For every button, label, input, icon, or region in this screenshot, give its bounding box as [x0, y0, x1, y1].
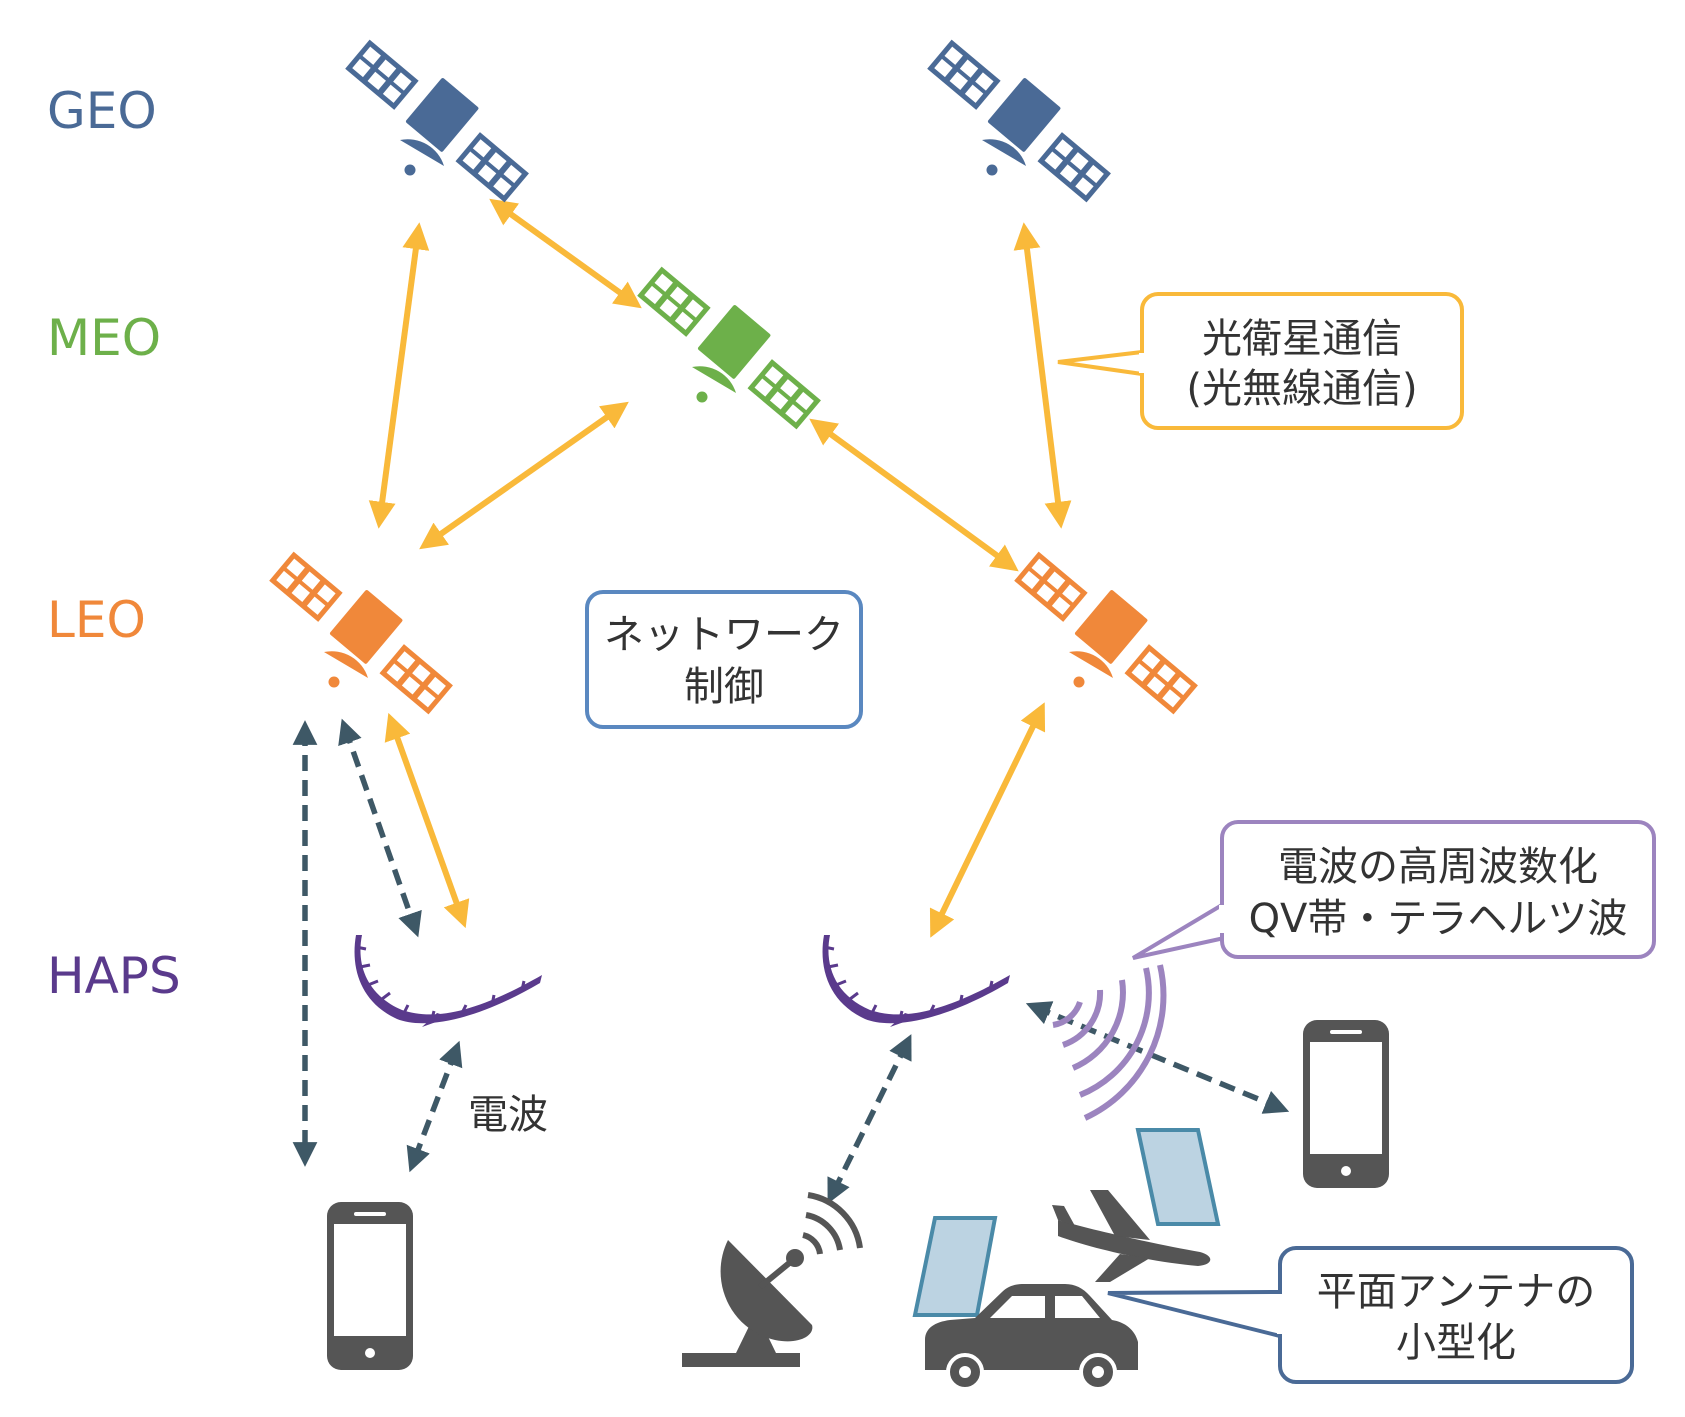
callout-radio-frequency: 電波の高周波数化 QV帯・テラヘルツ波 — [1131, 820, 1656, 960]
satellite-dish-icon — [682, 1192, 863, 1367]
car-icon — [925, 1284, 1138, 1391]
optical-link-meo-leo-right — [809, 418, 1019, 572]
radio-link-haps-phone — [406, 1040, 463, 1173]
geo-satellite-right-icon — [927, 39, 1111, 203]
meo-satellite-icon — [637, 266, 821, 430]
geo-satellite-left-icon — [345, 39, 529, 203]
haps-right-icon — [821, 933, 1012, 1029]
optical-link-leo-haps-left — [384, 712, 470, 929]
optical-link-leo-haps-right — [929, 702, 1046, 938]
callout-optical-line1: 光衛星通信 — [1202, 316, 1402, 362]
flat-antenna-left-icon — [912, 1216, 998, 1317]
layer-label-leo: LEO — [47, 591, 146, 649]
layer-label-geo: GEO — [47, 82, 157, 140]
optical-links — [368, 198, 1072, 938]
optical-link-geo-meo — [489, 198, 642, 309]
callout-optical-line2: (光無線通信) — [1186, 366, 1417, 412]
optical-link-geo-leo-right — [1013, 222, 1072, 529]
callout-antenna: 平面アンテナの 小型化 — [1107, 1246, 1634, 1384]
airplane-icon — [1052, 1190, 1211, 1282]
optical-link-meo-leo-left — [419, 401, 629, 550]
smartphone-right-icon — [1303, 1020, 1389, 1188]
smartphone-left-icon — [327, 1202, 413, 1370]
callout-network: ネットワーク 制御 — [585, 590, 863, 729]
callout-network-line2: 制御 — [684, 664, 764, 710]
radio-links — [292, 718, 1290, 1204]
radio-link-haps-dish — [827, 1034, 912, 1204]
radio-link-leo-haps — [338, 718, 422, 938]
radio-wave-label: 電波 — [468, 1092, 548, 1138]
haps-left-icon — [353, 933, 544, 1029]
layer-label-haps: HAPS — [47, 947, 181, 1005]
callout-antenna-line2: 小型化 — [1396, 1320, 1516, 1366]
callout-optical: 光衛星通信 (光無線通信) — [1057, 292, 1464, 430]
optical-link-geo-leo-left — [368, 222, 430, 529]
radio-link-haps-phone-right — [1025, 1001, 1290, 1114]
leo-satellite-left-icon — [269, 551, 453, 715]
flat-antenna-right-icon — [1135, 1128, 1221, 1226]
callout-antenna-line1: 平面アンテナの — [1317, 1269, 1595, 1315]
layer-label-meo: MEO — [47, 309, 161, 367]
callout-radio-frequency-line2: QV帯・テラヘルツ波 — [1249, 896, 1628, 942]
callout-network-line1: ネットワーク — [604, 612, 844, 658]
leo-satellite-right-icon — [1014, 551, 1198, 715]
callout-radio-frequency-line1: 電波の高周波数化 — [1278, 844, 1598, 890]
radio-wave-icon — [1052, 964, 1167, 1121]
